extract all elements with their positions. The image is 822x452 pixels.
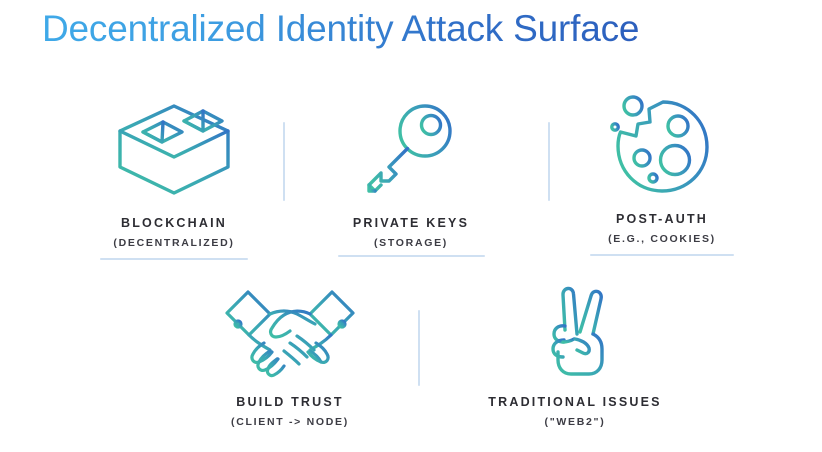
feature-item-traditional-issues[interactable]: TRADITIONAL ISSUES ("WEB2") bbox=[480, 280, 670, 428]
cookie-icon bbox=[610, 95, 709, 193]
feature-item-blockchain[interactable]: BLOCKCHAIN (DECENTRALIZED) bbox=[79, 96, 269, 249]
divider-vertical-buildtrust-traditional bbox=[418, 310, 420, 386]
item-label: TRADITIONAL ISSUES bbox=[488, 395, 662, 409]
item-sublabel: (E.G., COOKIES) bbox=[608, 233, 716, 245]
item-sublabel: (CLIENT -> NODE) bbox=[231, 416, 349, 428]
traditional-issues-icon-container bbox=[480, 280, 670, 380]
cinder-block-icon bbox=[118, 104, 230, 195]
item-sublabel: (DECENTRALIZED) bbox=[113, 237, 235, 249]
feature-item-post-auth[interactable]: POST-AUTH (E.G., COOKIES) bbox=[567, 90, 757, 245]
build-trust-icon-container bbox=[195, 280, 385, 380]
item-label: PRIVATE KEYS bbox=[352, 216, 470, 230]
feature-item-private-keys[interactable]: PRIVATE KEYS (STORAGE) bbox=[316, 96, 506, 249]
handshake-icon bbox=[225, 290, 355, 378]
page-title: Decentralized Identity Attack Surface bbox=[42, 6, 639, 52]
feature-item-build-trust[interactable]: BUILD TRUST (CLIENT -> NODE) bbox=[195, 280, 385, 428]
private-keys-icon-container bbox=[316, 96, 506, 201]
divider-vertical-privatekeys-postauth bbox=[548, 122, 550, 201]
divider-horizontal-blockchain bbox=[100, 258, 248, 260]
peace-hand-icon bbox=[551, 286, 604, 379]
divider-horizontal-privatekeys bbox=[338, 255, 485, 257]
item-label: POST-AUTH bbox=[615, 212, 709, 226]
item-sublabel: ("WEB2") bbox=[544, 416, 606, 428]
item-label: BUILD TRUST bbox=[236, 395, 344, 409]
item-sublabel: (STORAGE) bbox=[373, 237, 449, 249]
key-icon bbox=[367, 104, 452, 193]
divider-vertical-blockchain-privatekeys bbox=[283, 122, 285, 201]
divider-horizontal-postauth bbox=[590, 254, 734, 256]
item-label: BLOCKCHAIN bbox=[120, 216, 228, 230]
blockchain-icon-container bbox=[79, 96, 269, 201]
post-auth-icon-container bbox=[567, 90, 757, 195]
